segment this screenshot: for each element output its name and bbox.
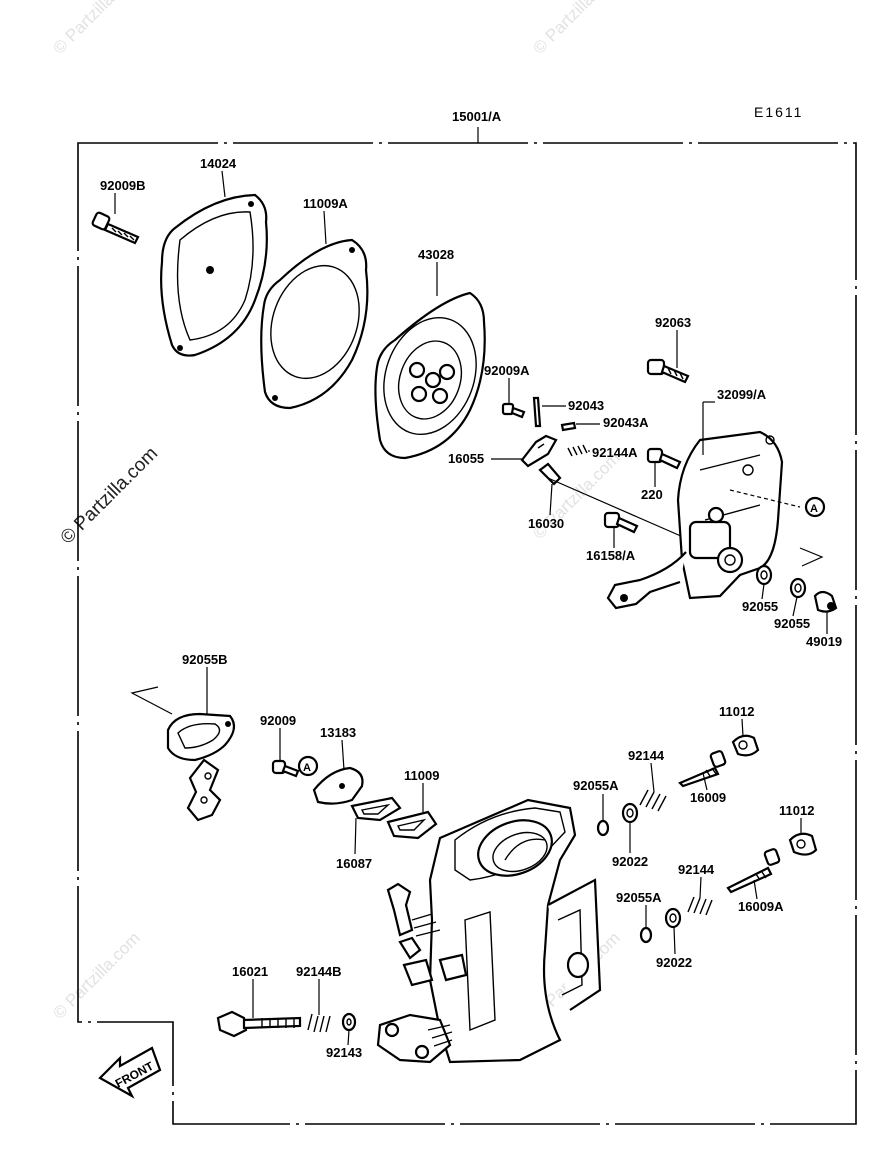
needle-16030: [538, 462, 691, 541]
watermark: © Partzilla.com: [529, 0, 623, 58]
part-label-16009: 16009: [690, 790, 726, 805]
part-label-92043: 92043: [568, 398, 604, 413]
direction-arrow-left: [130, 686, 173, 715]
gasket-16087: [350, 796, 402, 822]
cap-49019: [813, 590, 838, 613]
part-label-92144-2: 92144: [678, 862, 715, 877]
part-label-43028: 43028: [418, 247, 454, 262]
washer-92055-1: [755, 564, 773, 586]
screw-92009a: [501, 402, 526, 419]
callout-a-lower: A: [297, 755, 319, 777]
part-label-11009a: 11009A: [303, 196, 348, 211]
pin-92043: [532, 396, 542, 428]
washer-92022-2: [664, 907, 682, 929]
screw-220: [646, 447, 682, 470]
spring-92144-2: [687, 896, 713, 916]
assembly-label: 15001/A: [452, 109, 502, 124]
part-label-92009a: 92009A: [484, 363, 530, 378]
screw-92063: [646, 358, 690, 384]
needle-16009a: [726, 848, 781, 894]
screw-92009b: [91, 211, 140, 245]
part-label-92144a: 92144A: [592, 445, 638, 460]
part-label-11012-2: 11012: [779, 803, 814, 818]
part-label-92055b: 92055B: [182, 652, 228, 667]
plate-13183: [312, 766, 364, 805]
spring-92144-1: [639, 789, 667, 812]
cap-11012-1: [731, 734, 760, 757]
washer-92055a-2: [639, 926, 653, 944]
spring-92144a: [567, 444, 588, 457]
gasket-11009a: [260, 238, 369, 410]
washer-92022-1: [621, 802, 639, 824]
pump-body-32099a: [606, 430, 801, 610]
part-label-92055-1: 92055: [742, 599, 778, 614]
watermark-main: © Partzilla.com: [57, 443, 162, 548]
callout-a-upper-text: A: [810, 503, 818, 515]
cap-11012-2: [788, 832, 818, 856]
spring-92144b: [307, 1013, 331, 1033]
part-label-16055: 16055: [448, 451, 484, 466]
part-label-220: 220: [641, 487, 663, 502]
screw-16021: [216, 1010, 302, 1038]
front-arrow: FRONT: [98, 1046, 162, 1099]
screw-16158a: [603, 511, 639, 534]
washer-92055-2: [789, 577, 807, 599]
part-label-14024: 14024: [200, 156, 237, 171]
part-label-92055-2: 92055: [774, 616, 810, 631]
part-label-92144b: 92144B: [296, 964, 342, 979]
part-label-92022-2: 92022: [656, 955, 692, 970]
gasket-92055b: [166, 712, 236, 822]
part-label-11012-1: 11012: [719, 704, 754, 719]
part-label-16158a: 16158/A: [586, 548, 636, 563]
gasket-11009: [386, 810, 438, 840]
screw-92009: [271, 759, 300, 778]
part-label-92022-1: 92022: [612, 854, 648, 869]
diaphragm-43028: [374, 291, 486, 460]
watermark: © Partzilla.com: [49, 928, 143, 1022]
part-label-13183: 13183: [320, 725, 356, 740]
carburetor-body: [376, 798, 602, 1064]
part-label-92055a-1: 92055A: [573, 778, 619, 793]
part-label-92009b: 92009B: [100, 178, 146, 193]
lever-16055: [520, 434, 558, 468]
direction-arrow: [799, 547, 824, 567]
part-label-49019: 49019: [806, 634, 842, 649]
part-label-32099a: 32099/A: [717, 387, 767, 402]
callout-a-lower-text: A: [303, 762, 311, 774]
part-label-92144-1: 92144: [628, 748, 665, 763]
part-label-11009: 11009: [404, 768, 439, 783]
needle-16009: [678, 750, 727, 788]
part-label-16087: 16087: [336, 856, 372, 871]
part-label-92143: 92143: [326, 1045, 362, 1060]
assembly-boundary: [77, 127, 857, 1125]
part-label-92009: 92009: [260, 713, 296, 728]
washer-92055a-1: [596, 819, 610, 837]
diaphragm-cover-14024: [160, 193, 268, 357]
callout-a-upper: A: [804, 496, 826, 518]
part-label-16009a: 16009A: [738, 899, 784, 914]
part-label-16030: 16030: [528, 516, 564, 531]
washer-92143: [341, 1012, 357, 1032]
part-label-16021: 16021: [232, 964, 268, 979]
watermark: © Partzilla.com: [49, 0, 143, 58]
pin-92043a: [560, 421, 577, 432]
part-label-92063: 92063: [655, 315, 691, 330]
diagram-code: E1611: [754, 104, 803, 120]
part-label-92055a-2: 92055A: [616, 890, 662, 905]
part-label-92043a: 92043A: [603, 415, 649, 430]
